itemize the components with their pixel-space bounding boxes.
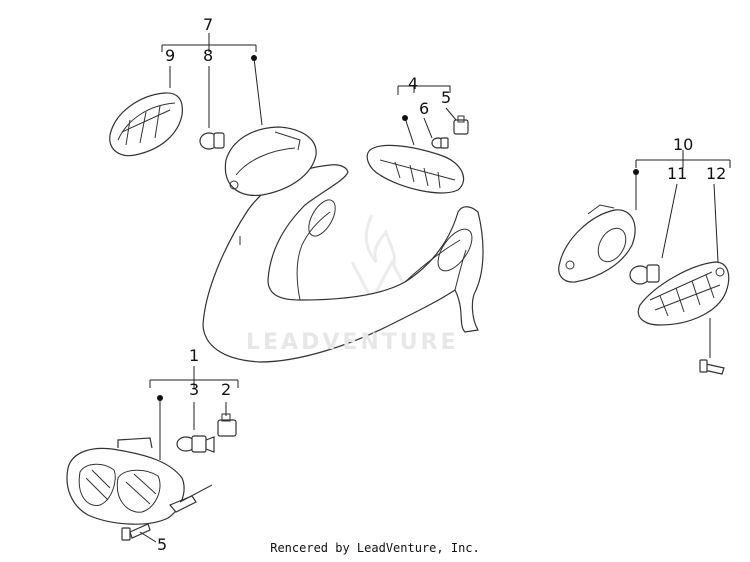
callout-9: 9 — [165, 46, 176, 65]
indicator-housing-right — [558, 204, 636, 283]
callout-5-bottom: 5 — [157, 535, 168, 554]
callout-4: 4 — [408, 74, 419, 93]
indicator-lens-left — [109, 92, 183, 157]
front-fairing — [202, 164, 484, 363]
side-lens-middle — [366, 144, 464, 194]
leader-dot — [251, 55, 257, 61]
leader-lines — [139, 33, 731, 543]
indicator-housing-left — [224, 126, 317, 197]
callout-8: 8 — [203, 46, 214, 65]
callout-5-top: 5 — [441, 88, 452, 107]
callout-7: 7 — [203, 15, 214, 34]
screw-bottom — [121, 523, 151, 541]
leader-dot — [402, 115, 408, 121]
footer-credit: Rencered by LeadVenture, Inc. — [270, 541, 480, 555]
callout-10: 10 — [673, 135, 694, 154]
leader-dot — [633, 169, 639, 175]
bulb-6 — [431, 137, 449, 149]
callout-2: 2 — [221, 380, 232, 399]
callout-11: 11 — [667, 164, 688, 183]
headlight-socket — [217, 413, 237, 437]
indicator-lens-right — [637, 261, 730, 326]
bulb-8 — [199, 132, 225, 150]
callout-1: 1 — [189, 346, 200, 365]
callout-6: 6 — [419, 99, 430, 118]
screw-right — [699, 359, 725, 375]
watermark-text: LEADVENTURE — [246, 330, 459, 355]
bulb-11 — [629, 264, 660, 285]
leader-dot — [157, 395, 163, 401]
headlight-assembly — [66, 437, 213, 525]
socket-top — [453, 115, 469, 135]
callout-12: 12 — [706, 164, 727, 183]
callout-3: 3 — [189, 380, 200, 399]
headlight-bulb — [176, 435, 215, 453]
